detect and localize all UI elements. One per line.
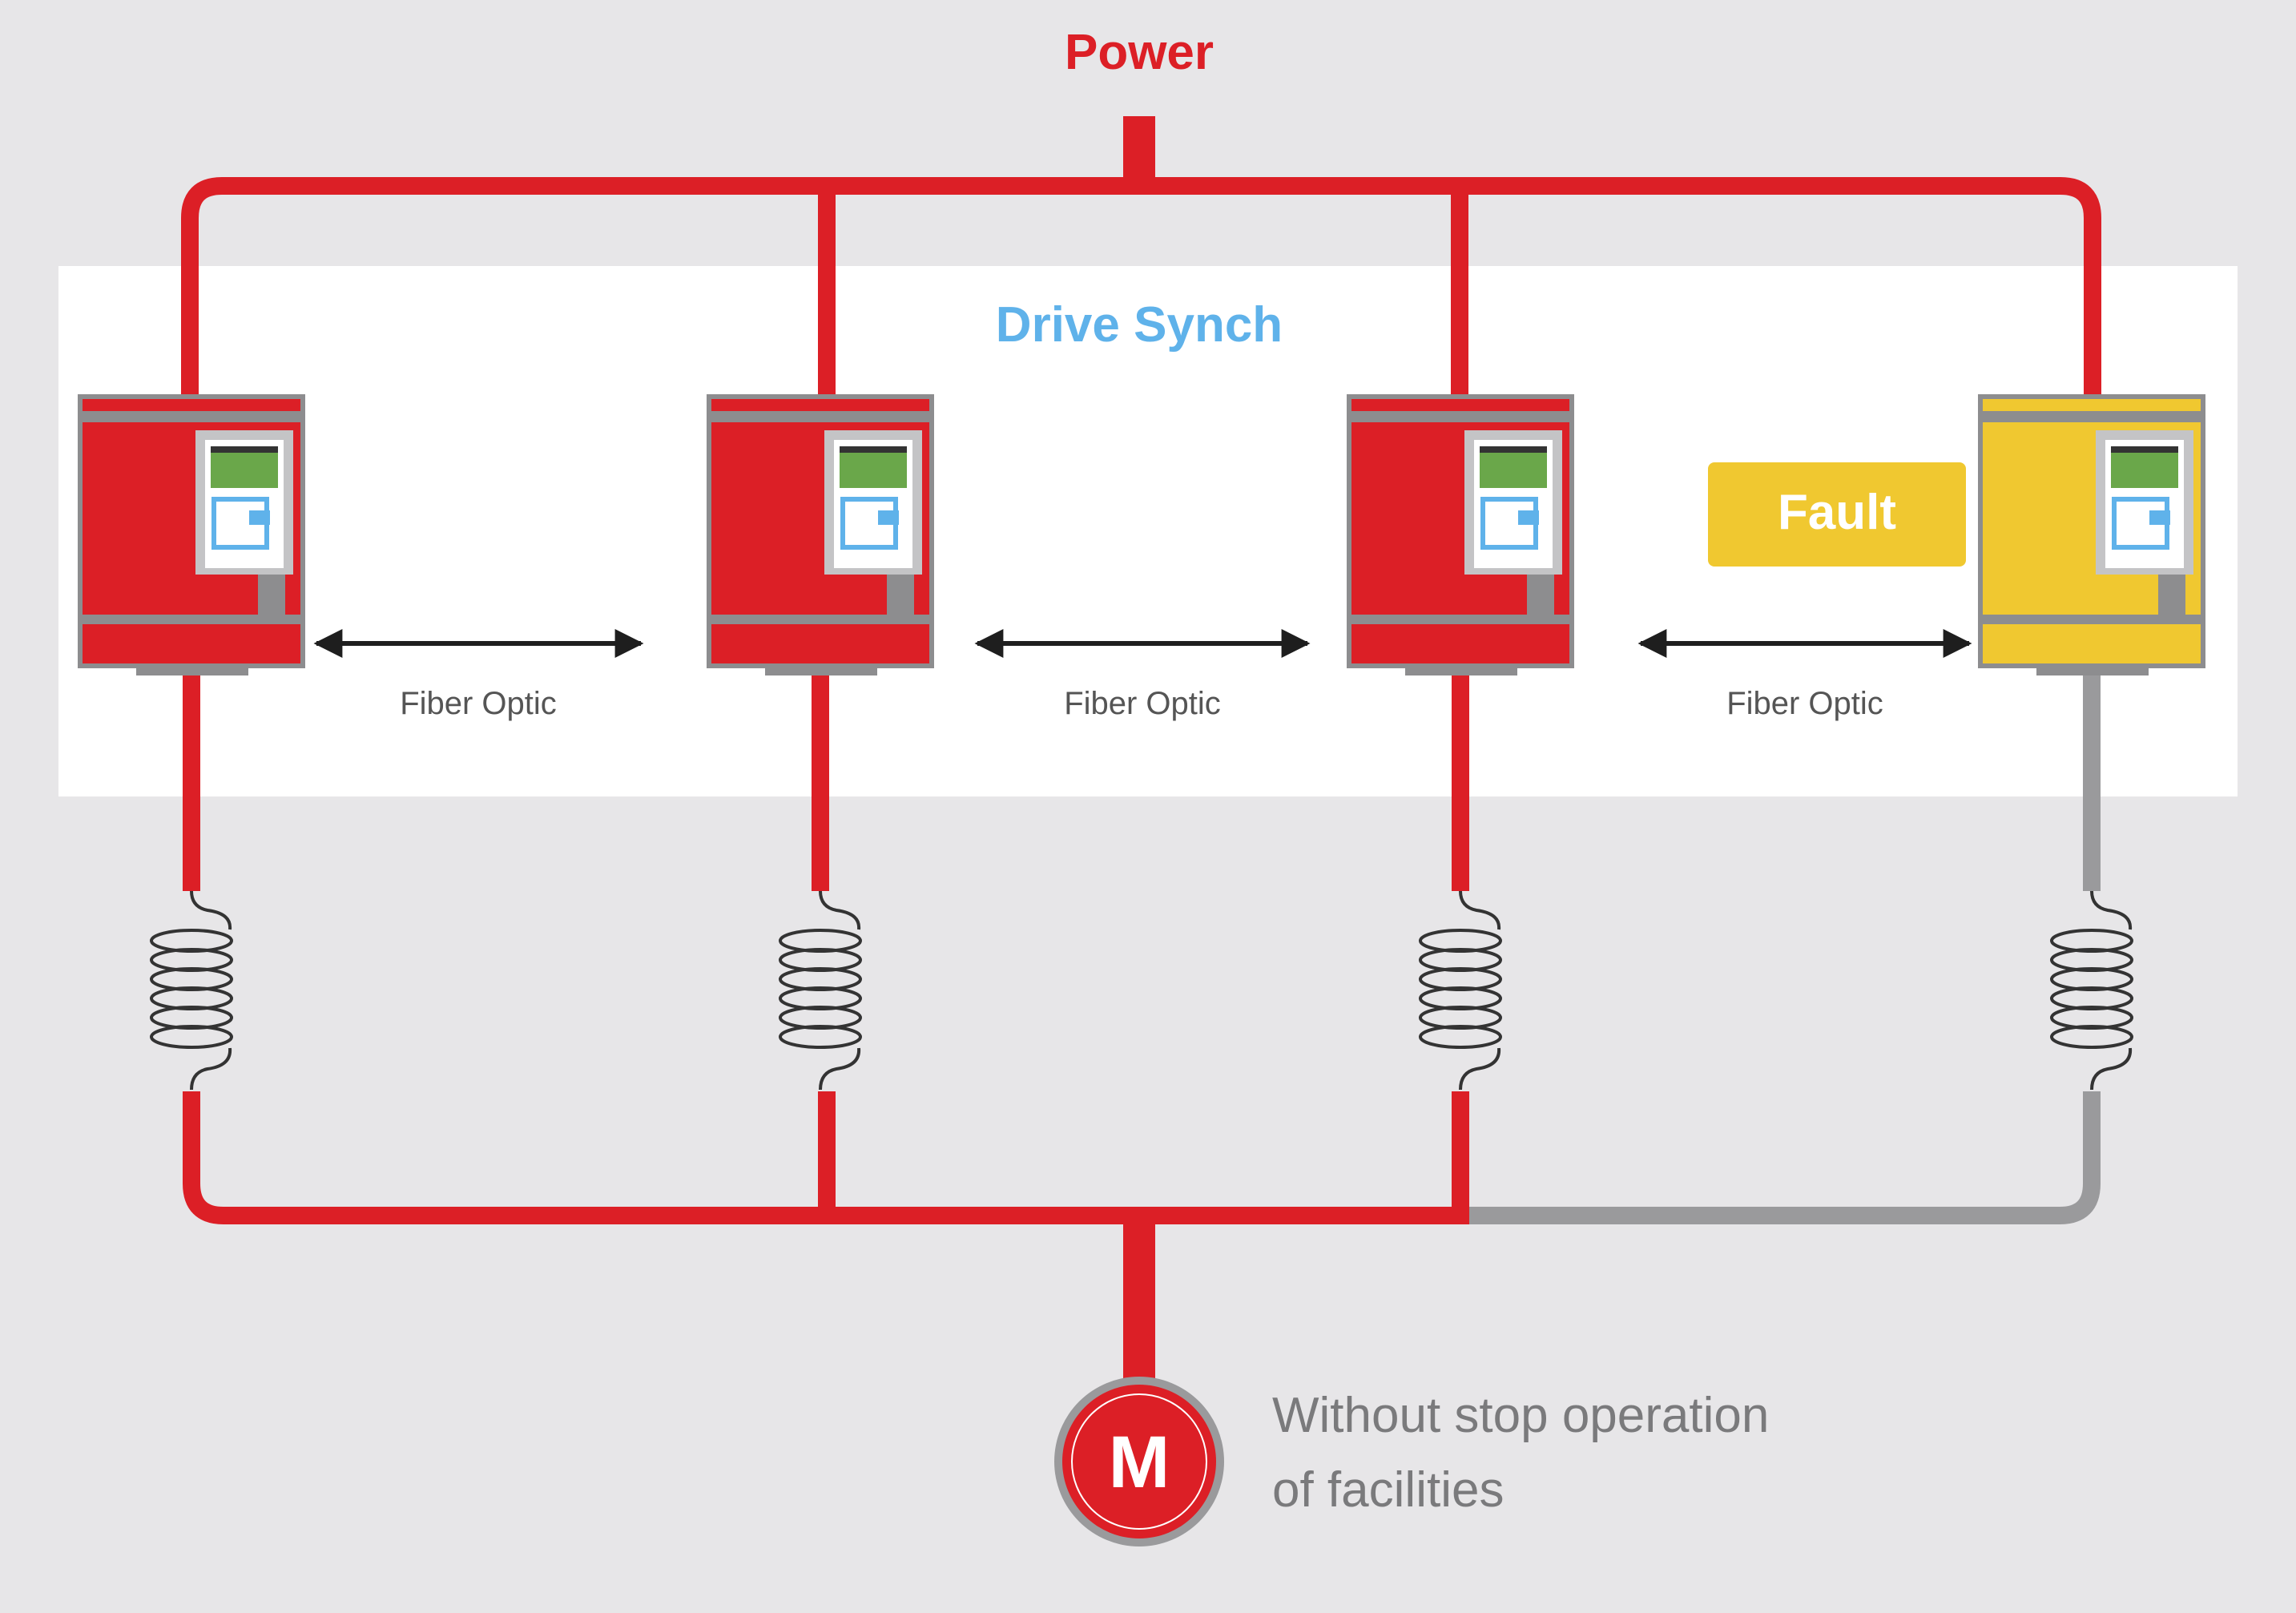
reactor-coil-4 [2050,890,2133,1091]
reactor-coil-icon [1419,890,1502,1091]
drive-3 [1347,394,1574,675]
fiber-link-2: Fiber Optic [974,629,1311,721]
output-bus-gray [1469,1091,2101,1224]
reactor-coil-1 [150,890,233,1091]
reactor-coil-icon [779,890,862,1091]
caption-line-1: Without stop operation [1272,1388,1769,1443]
motor-label: M [1109,1421,1170,1503]
fiber-link-1: Fiber Optic [313,629,644,721]
fiber-link-3: Fiber Optic [1637,629,1972,721]
power-bus [181,116,2101,405]
drive-unit-icon [1978,394,2205,675]
power-bus-line [181,177,2101,405]
reactor-coil-icon [150,890,233,1091]
output-bus [183,1091,2101,1385]
power-label: Power [1065,25,1214,80]
output-bus-red [183,1091,1469,1224]
panel-title: Drive Synch [996,297,1283,353]
reactor-coil-3 [1419,890,1502,1091]
drive-1 [78,394,305,675]
drive-4-fault [1978,394,2205,675]
output-lines [183,675,2101,891]
fiber-link-label: Fiber Optic [1726,686,1883,721]
fault-label: Fault [1778,485,1896,540]
drive-unit-icon [707,394,934,675]
reactor-coil-2 [779,890,862,1091]
reactor-coil-icon [2050,890,2133,1091]
fault-badge: Fault [1708,462,1966,567]
drive-unit-icon [78,394,305,675]
drive-2 [707,394,934,675]
motor-icon: M [1054,1377,1224,1546]
drive-unit-icon [1347,394,1574,675]
fiber-link-label: Fiber Optic [1064,686,1221,721]
caption: Without stop operation of facilities [1272,1388,1769,1518]
caption-line-2: of facilities [1272,1462,1504,1518]
fiber-link-label: Fiber Optic [400,686,557,721]
